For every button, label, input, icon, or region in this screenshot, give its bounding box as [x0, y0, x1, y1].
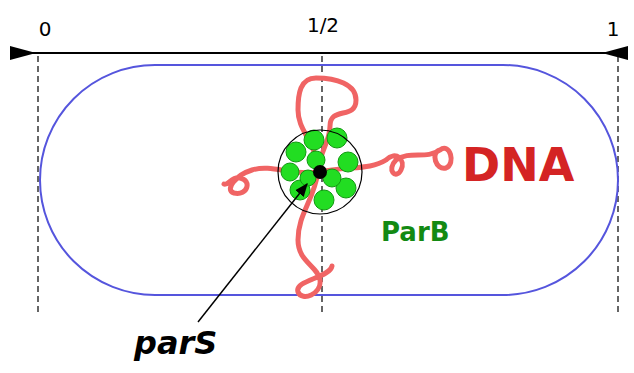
dna-strand [224, 78, 451, 296]
pars-site [313, 165, 327, 179]
leader-line [198, 184, 307, 322]
cluster-boundary [278, 130, 362, 214]
axis-line [14, 52, 622, 54]
dashed-guide [37, 56, 38, 312]
axis-arrowhead [10, 46, 36, 60]
axis-arrowhead [602, 46, 628, 60]
axis-tick-label: 1/2 [307, 14, 339, 36]
cell-outline [40, 65, 618, 295]
pars-label: parS [134, 326, 217, 361]
axis-tick-label: 0 [39, 18, 52, 40]
axis-tick-label: 1 [607, 18, 620, 40]
dna-label: DNA [462, 140, 574, 191]
parb-label: ParB [381, 218, 450, 247]
